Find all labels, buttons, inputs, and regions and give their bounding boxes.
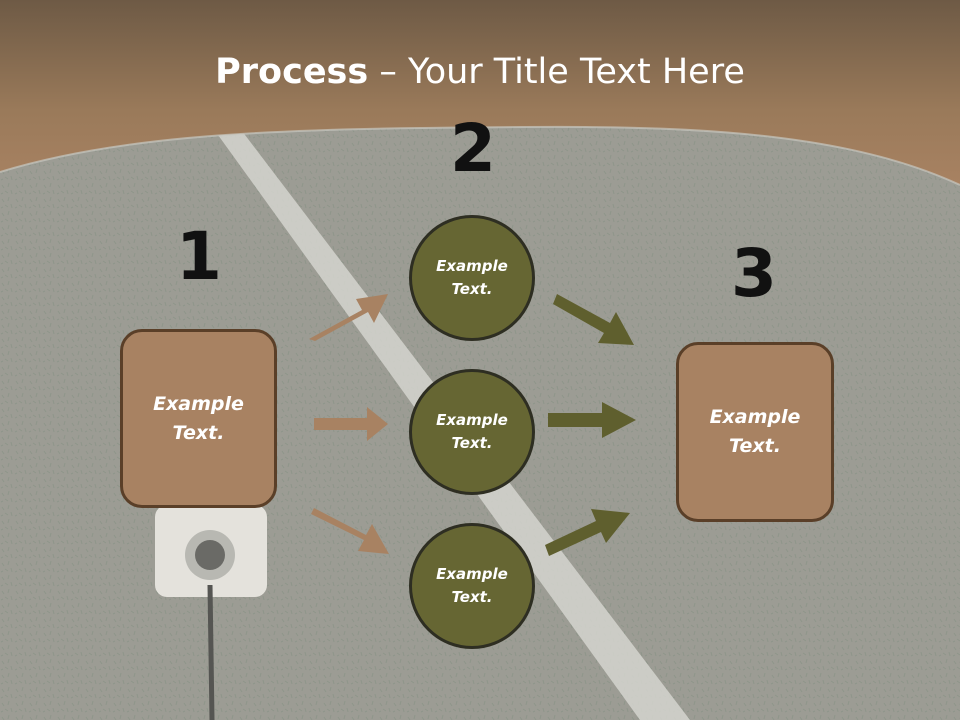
step-1-number: 1 — [176, 218, 222, 295]
title-rest: – Your Title Text Here — [368, 52, 745, 92]
arrow-1-to-circle-mid — [314, 407, 388, 441]
step-1-box: Example Text. — [120, 329, 277, 508]
arrow-1-to-circle-top — [309, 294, 388, 341]
arrow-1-to-circle-bottom — [311, 508, 389, 554]
circle-middle: Example Text. — [409, 369, 535, 495]
header-band — [0, 0, 960, 185]
page-title: Process – Your Title Text Here — [0, 52, 960, 92]
arrow-circle-mid-to-3 — [548, 402, 636, 438]
arrow-circle-top-to-3 — [553, 294, 634, 345]
circle-bottom: Example Text. — [409, 523, 535, 649]
circle-top: Example Text. — [409, 215, 535, 341]
title-bold: Process — [215, 52, 369, 92]
step-2-number: 2 — [450, 110, 496, 187]
step-3-number: 3 — [731, 235, 777, 312]
socket-graphic — [155, 505, 267, 720]
arrow-circle-bottom-to-3 — [545, 509, 630, 556]
step-3-box: Example Text. — [676, 342, 834, 522]
